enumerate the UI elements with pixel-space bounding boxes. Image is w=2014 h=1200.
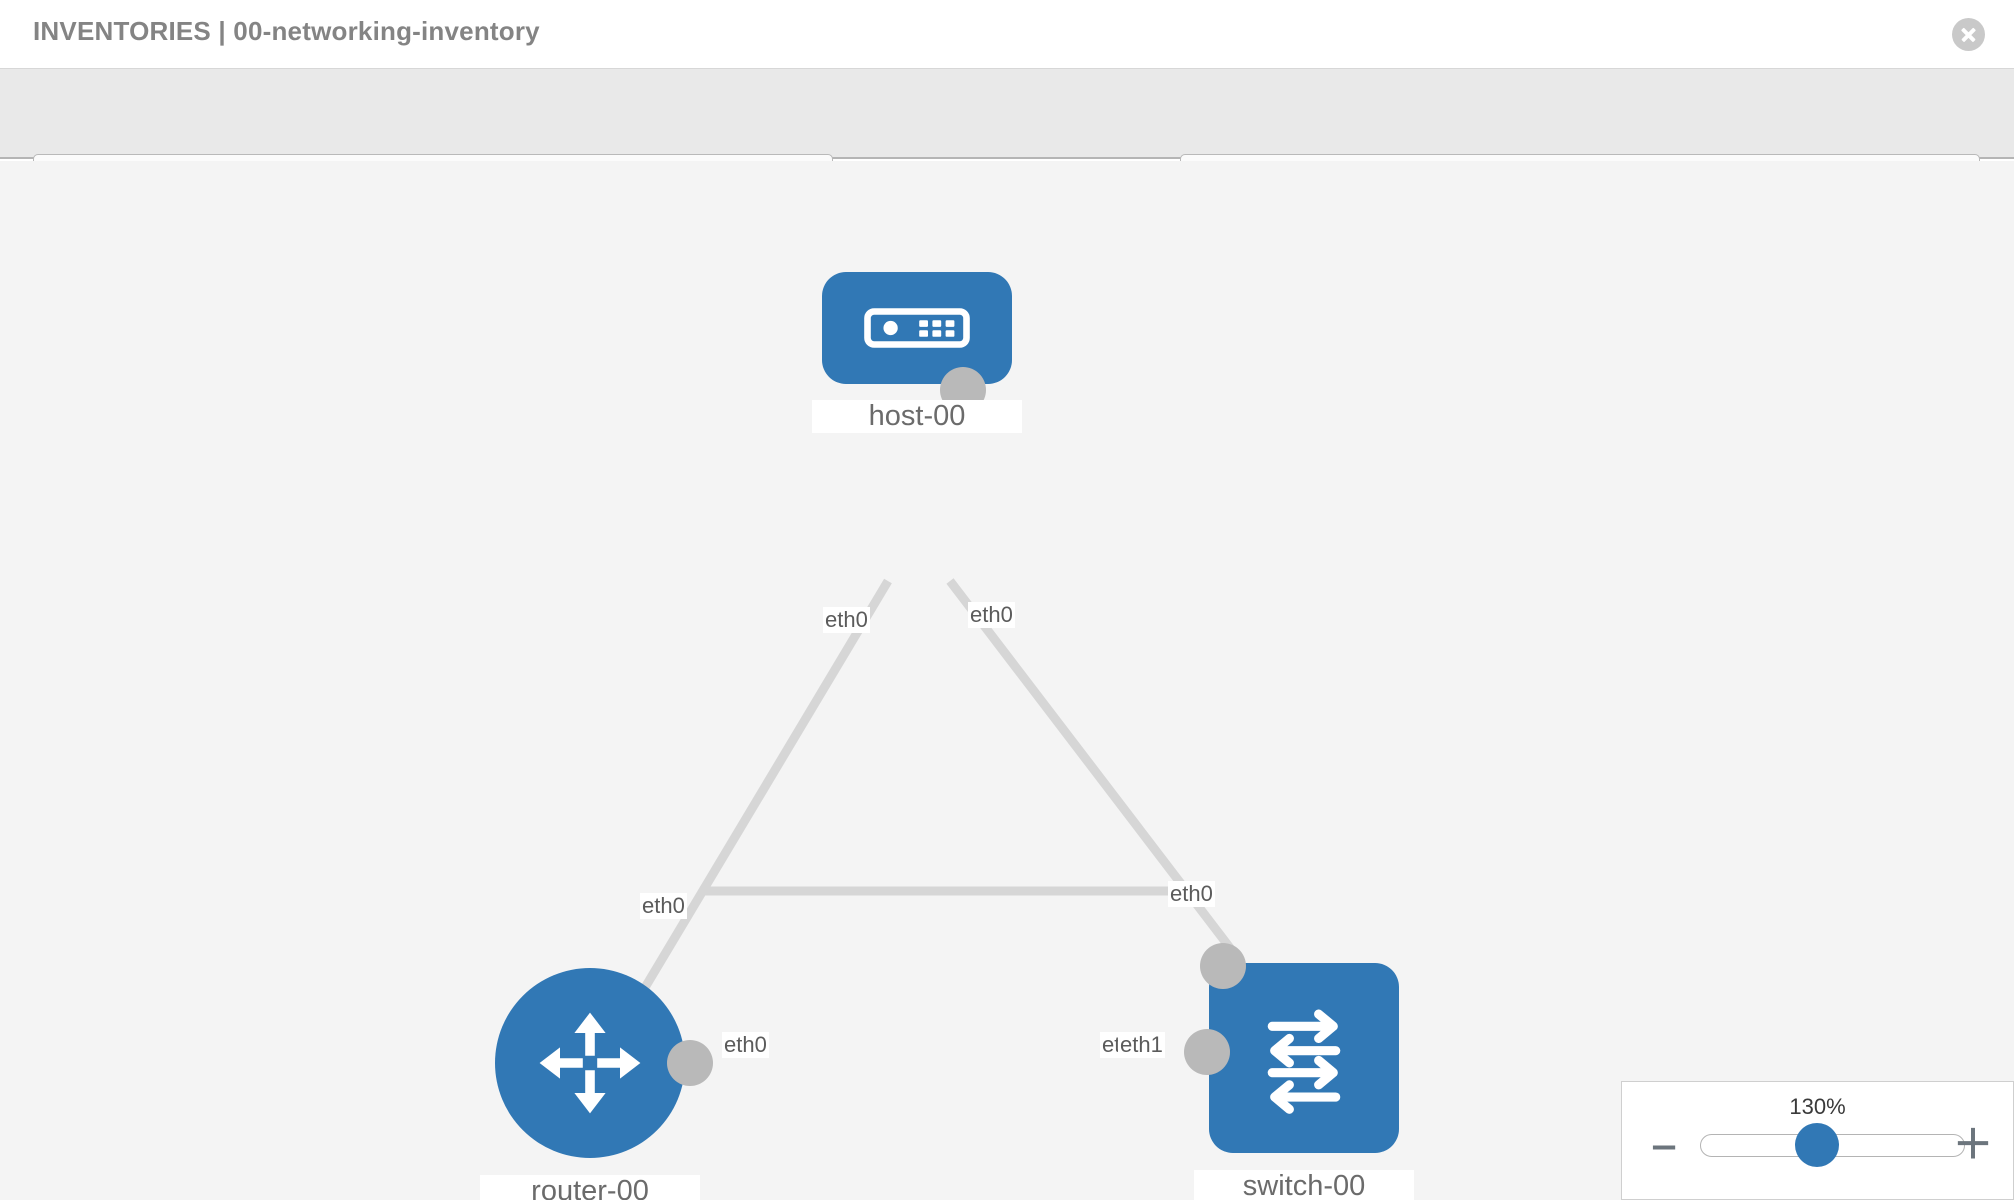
topology-canvas[interactable]: host-00 eth0 eth0 router-00 eth0 eth0 (0, 161, 2014, 1200)
node-switch-00[interactable]: switch-00 (1184, 943, 1414, 1200)
node-host-00-label: host-00 (812, 400, 1022, 433)
edge-label-router-right: eth0 (722, 1032, 769, 1058)
page-title: INVENTORIES | 00-networking-inventory (33, 16, 540, 46)
node-switch-00-port-top[interactable] (1200, 943, 1246, 989)
zoom-out-button[interactable]: ‒ (1653, 1123, 1676, 1167)
toolbar: ACTIONS SEARCH (0, 69, 2014, 211)
edge-label-host-left: eth0 (823, 607, 870, 633)
page-header: INVENTORIES | 00-networking-inventory (0, 0, 2014, 69)
switch-icon (1267, 1009, 1341, 1114)
zoom-control-panel: 130% ‒ ＋ (1621, 1081, 2014, 1200)
node-switch-00-shape[interactable] (1209, 963, 1399, 1153)
zoom-level-value: 130% (1789, 1094, 1846, 1119)
node-router-00[interactable]: router-00 (480, 968, 713, 1200)
edge-label-host-right: eth0 (968, 602, 1015, 628)
node-switch-00-label: switch-00 (1194, 1170, 1414, 1200)
node-router-00-shape[interactable] (495, 968, 685, 1158)
node-router-00-label: router-00 (480, 1175, 700, 1200)
node-switch-00-port-left[interactable] (1184, 1029, 1230, 1075)
router-icon (539, 1012, 641, 1114)
zoom-in-button[interactable]: ＋ (1953, 1123, 1993, 1167)
server-icon (864, 308, 970, 348)
edge-label-switch-left-front: eth1 (1118, 1032, 1165, 1058)
node-host-00-shape[interactable] (822, 272, 1012, 384)
node-router-00-port-right[interactable] (667, 1040, 713, 1086)
zoom-slider-thumb[interactable] (1795, 1123, 1839, 1167)
edge-label-switch-up: eth0 (1168, 881, 1215, 907)
edge-label-router-up: eth0 (640, 893, 687, 919)
node-host-00[interactable]: host-00 (812, 272, 1022, 433)
close-icon[interactable] (1952, 18, 1985, 51)
